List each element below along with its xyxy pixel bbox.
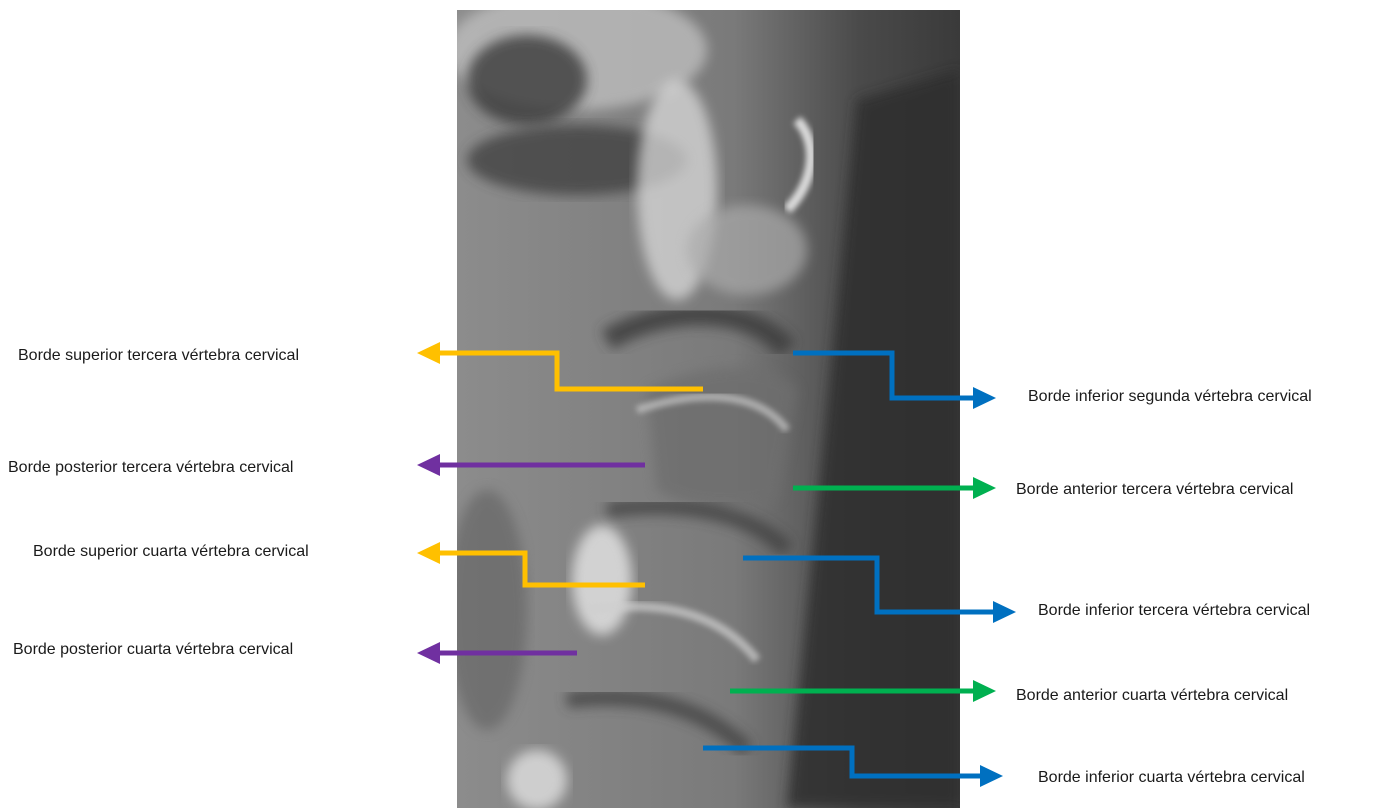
arrow-posterior-c4 [417, 642, 577, 664]
label-posterior-c4: Borde posterior cuarta vértebra cervical [13, 640, 293, 660]
label-anterior-c4: Borde anterior cuarta vértebra cervical [1016, 686, 1288, 706]
arrow-inferior-c4 [703, 748, 1003, 787]
label-inferior-c2: Borde inferior segunda vértebra cervical [1028, 387, 1312, 407]
label-anterior-c3: Borde anterior tercera vértebra cervical [1016, 480, 1293, 500]
arrow-inferior-c3 [743, 558, 1016, 623]
arrow-anterior-c4 [730, 680, 996, 702]
label-inferior-c3: Borde inferior tercera vértebra cervical [1038, 601, 1310, 621]
label-inferior-c4: Borde inferior cuarta vértebra cervical [1038, 768, 1305, 788]
arrow-inferior-c2 [793, 353, 996, 409]
label-posterior-c3: Borde posterior tercera vértebra cervica… [8, 458, 293, 478]
label-superior-c4: Borde superior cuarta vértebra cervical [33, 542, 309, 562]
arrow-anterior-c3 [793, 477, 996, 499]
arrow-posterior-c3 [417, 454, 645, 476]
label-superior-c3: Borde superior tercera vértebra cervical [18, 346, 299, 366]
arrow-superior-c4 [417, 542, 645, 585]
arrow-superior-c3 [417, 342, 703, 389]
